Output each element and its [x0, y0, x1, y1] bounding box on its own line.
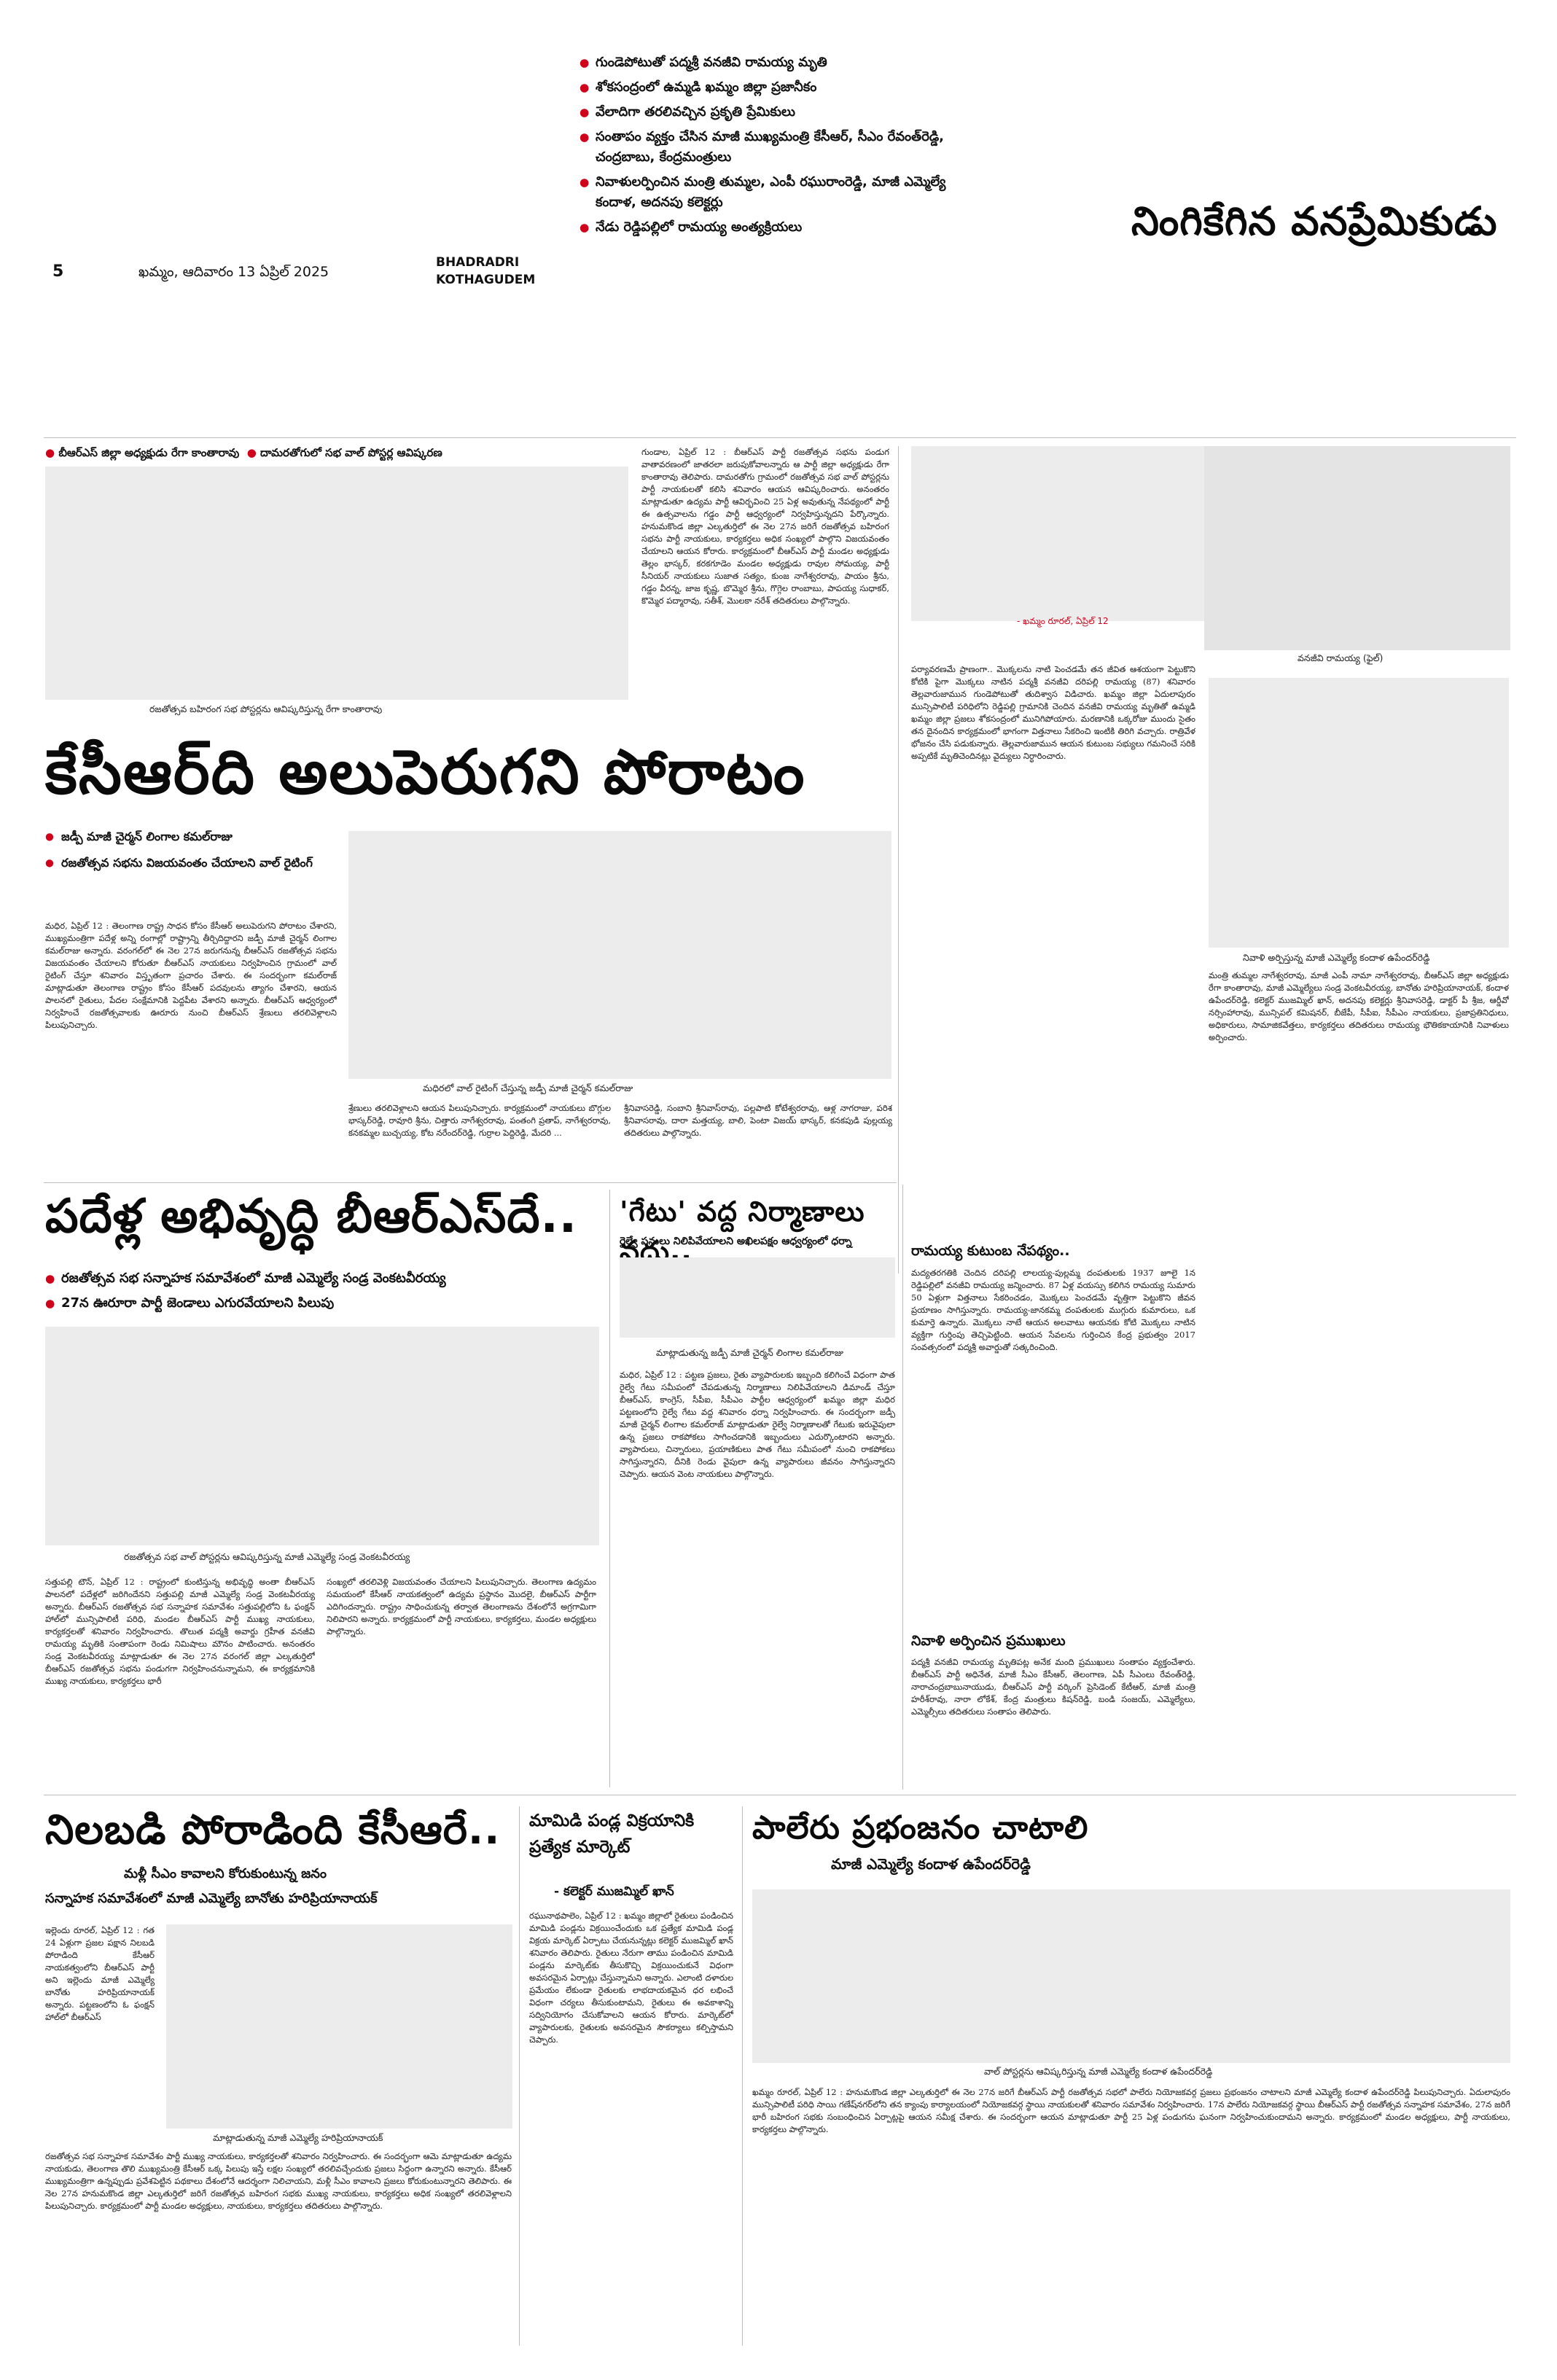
photo-gate-dharna [620, 1257, 895, 1338]
ramayya-side-body: మంత్రి తుమ్మల నాగేశ్వరరావు, మాజీ ఎంపీ నా… [1209, 970, 1509, 1042]
photo-caption: నివాళి అర్పిస్తున్న మాజీ ఎమ్మెల్యే కందాళ… [1243, 952, 1430, 963]
paleru-headline: పాలేరు ప్రభంజనం చాటాలి [752, 1809, 1089, 1846]
photo-kandala-tribute [1209, 678, 1509, 948]
brs-bullet: రజతోత్సవ సభ సన్నాహక సమావేశంలో మాజీ ఎమ్మె… [45, 1268, 599, 1289]
photo-caption: రజతోత్సవ సభ వాల్ పోస్టర్లను ఆవిష్కరిస్తు… [124, 1551, 410, 1562]
photo-caption: వనజీవి రామయ్య (ఫైల్) [1298, 652, 1384, 663]
story-tag-text: బీఆర్ఎస్ జిల్లా అధ్యక్షుడు రేగా కాంతారావ… [58, 446, 240, 459]
story-tag-text: దామరతోగులో సభ వాల్ పోస్టర్ల ఆవిష్కరణ [260, 446, 442, 459]
brs-body-right: సంఖ్యలో తరలివెళ్లి విజయవంతం చేయాలని పిలు… [327, 1577, 596, 1636]
photo-wall-writing [348, 831, 891, 1079]
paleru-body: ఖమ్మం రూరల్, ఏప్రిల్ 12 : హనుమకొండ జిల్ల… [752, 2087, 1510, 2134]
page-number: 5 [52, 262, 64, 281]
tribute-subhead: నివాళి అర్పించిన ప్రముఖులు [911, 1633, 1066, 1649]
highlight-item: శోకసంద్రంలో ఉమ్మడి ఖమ్మం జిల్లా ప్రజానీక… [580, 77, 988, 98]
story-tag: ● బీఆర్ఎస్ జిల్లా అధ్యక్షుడు రేగా కాంతార… [45, 446, 442, 459]
photo-caption: మధిరలో వాల్ రైటింగ్ చేస్తున్న జడ్పీ మాజీ… [423, 1082, 633, 1093]
highlight-item: సంతాపం వ్యక్తం చేసిన మాజీ ముఖ్యమంత్రి కే… [580, 127, 988, 168]
photo-caption: మాట్లాడుతున్న మాజీ ఎమ్మెల్యే హరిప్రియానా… [213, 2132, 383, 2143]
main-headline: నింగికేగిన వనప్రేమికుడు [1131, 198, 1498, 244]
highlight-item: వేలాదిగా తరలివచ్చిన ప్రకృతి ప్రేమికులు [580, 102, 988, 122]
brs-body-left: సత్తుపల్లి టౌన్, ఏప్రిల్ 12 : రాష్ట్రంలో… [45, 1577, 315, 1686]
photo-haripriya [166, 1924, 512, 2129]
brs-bullets: రజతోత్సవ సభ సన్నాహక సమావేశంలో మాజీ ఎమ్మె… [45, 1268, 599, 1314]
kcr-body-2: శ్రేణులు తరలివెళ్లాలని ఆయన పిలుపునిచ్చార… [348, 1103, 611, 1138]
paleru-subhead: మాజీ ఎమ్మెల్యే కందాళ ఉపేందర్‌రెడ్డి [831, 1855, 1031, 1873]
kcr-bullets: జడ్పీ మాజీ చైర్మన్ లింగాల కమల్‌రాజు రజతో… [45, 827, 351, 873]
photo-sandra-meeting [45, 1327, 599, 1545]
kcr-body: మధిర, ఏప్రిల్ 12 : తెలంగాణ రాష్ట్ర సాధన … [45, 921, 337, 1030]
district-label-2: KOTHAGUDEM [436, 273, 536, 287]
brs-headline: పదేళ్ల అభివృద్ధి బీఆర్ఎస్‌దే.. [45, 1190, 578, 1244]
photo-caption: వాల్ పోస్టర్లను ఆవిష్కరిస్తున్న మాజీ ఎమ్… [984, 2066, 1213, 2077]
highlight-item: నేడు రెడ్డిపల్లిలో రామయ్య అంత్యక్రియలు [580, 217, 988, 238]
gate-subhead: రైల్వే పనులు నిలిపివేయాలని అఖిలపక్షం ఆధ్… [620, 1236, 852, 1247]
district-label-1: BHADRADRI [436, 255, 520, 270]
article-body: గుండాల, ఏప్రిల్ 12 : బీఆర్ఎస్ పార్టీ రజత… [641, 447, 889, 606]
gate-headline: 'గేటు' వద్ద నిర్మాణాలు వద్దు.. [620, 1195, 865, 1267]
kcr-stood-sub2: సన్నాహక సమావేశంలో మాజీ ఎమ్మెల్యే బానోతు … [45, 1891, 378, 1906]
tribute-body: పద్మశ్రీ వనజీవి రామయ్య మృతిపట్ల అనేక మంద… [911, 1657, 1195, 1717]
family-subhead: రామయ్య కుటుంబ నేపథ్యం.. [911, 1243, 1070, 1259]
kcr-stood-body-narrow: ఇల్లెందు రూరల్, ఏప్రిల్ 12 : గత 24 ఏళ్లు… [45, 1925, 155, 2022]
kcr-body-3: శ్రీనివాసరెడ్డి, సంబాని శ్రీనివాస్‌రావు,… [624, 1103, 892, 1138]
highlights-list: గుండెపోటుతో పద్మశ్రీ వనజీవి రామయ్య మృతి … [580, 52, 988, 238]
date-line: ఖమ్మం, ఆదివారం 13 ఏప్రిల్ 2025 [138, 264, 329, 280]
photo-regha-posters [45, 467, 628, 700]
photo-paleru-posters [752, 1889, 1510, 2063]
kcr-headline: కేసీఆర్‌ది అలుపెరుగని పోరాటం [45, 736, 806, 808]
kcr-bullet: జడ్పీ మాజీ చైర్మన్ లింగాల కమల్‌రాజు [45, 827, 351, 846]
mango-byline: - కలెక్టర్ ముజమ్మిల్ ఖాన్ [554, 1884, 674, 1899]
highlight-item: నివాళులర్పించిన మంత్రి తుమ్మల, ఎంపీ రఘుర… [580, 172, 988, 213]
highlight-item: గుండెపోటుతో పద్మశ్రీ వనజీవి రామయ్య మృతి [580, 52, 988, 73]
kcr-bullet: రజతోత్సవ సభను విజయవంతం చేయాలని వాల్ రైటి… [45, 854, 351, 873]
mango-headline: మామిడి పండ్ల విక్రయానికి ప్రత్యేక మార్కె… [529, 1811, 695, 1857]
kcr-stood-sub1: మళ్లీ సీఎం కావాలని కోరుకుంటున్న జనం [124, 1866, 327, 1881]
ramayya-body: పర్యావరణమే ప్రాణంగా.. మొక్కలను నాటి పెంచ… [911, 664, 1195, 761]
family-body: మద్యతరగతికి చెందిన దరిపల్లి లాలయ్య-పుల్ల… [911, 1268, 1195, 1352]
dateline: - ఖమ్మం రూరల్, ఏప్రిల్ 12 [1017, 616, 1109, 626]
kcr-stood-headline: నిలబడి పోరాడింది కేసీఆరే.. [45, 1806, 501, 1854]
kcr-stood-body: రజతోత్సవ సభ సన్నాహక సమావేశం పార్టీ ముఖ్య… [45, 2151, 512, 2211]
photo-caption: రజతోత్సవ బహిరంగ సభ పోస్టర్లను ఆవిష్కరిస్… [149, 703, 383, 714]
mango-body: రఘునాథపాలెం, ఏప్రిల్ 12 : ఖమ్మం జిల్లాలో… [529, 1911, 733, 2045]
photo-ramayya-portrait [1204, 446, 1510, 650]
photo-caption: మాట్లాడుతున్న జడ్పీ మాజీ చైర్మన్ లింగాల … [656, 1347, 843, 1358]
gate-body: మధిర, ఏప్రిల్ 12 : పట్టణ ప్రజలు, రైతు వ్… [620, 1370, 895, 1479]
brs-bullet: 27న ఊరూరా పార్టీ జెండాలు ఎగురవేయాలని పిల… [45, 1293, 599, 1314]
